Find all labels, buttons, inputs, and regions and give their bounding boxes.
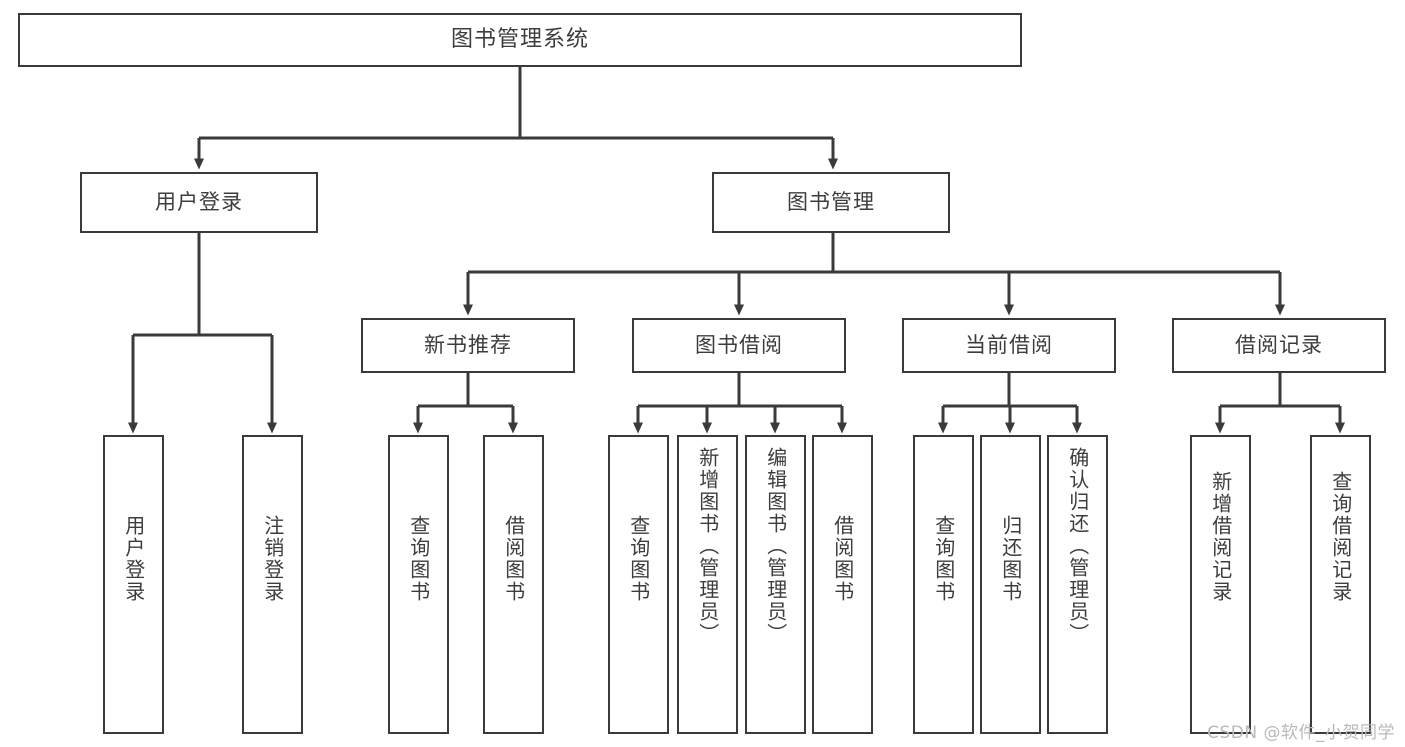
node-new-book-recommend[interactable]: 新书推荐	[361, 318, 575, 373]
node-leaf-add-book[interactable]: 新增图书（管理员）	[677, 435, 738, 734]
node-user-login[interactable]: 用户登录	[80, 172, 318, 233]
node-root-label: 图书管理系统	[450, 26, 589, 52]
node-current-borrow-label: 当前借阅	[965, 332, 1053, 357]
node-leaf-query-record-label: 查询借阅记录	[1328, 471, 1353, 603]
node-leaf-query-book-2-label: 查询图书	[626, 515, 651, 603]
node-leaf-confirm-return-label: 确认归还（管理员）	[1065, 447, 1090, 645]
node-leaf-query-book-1-label: 查询图书	[406, 515, 431, 603]
node-leaf-query-book-3[interactable]: 查询图书	[913, 435, 974, 734]
node-leaf-return-book[interactable]: 归还图书	[980, 435, 1041, 734]
csdn-watermark: CSDN @软件_小贺同学	[1207, 723, 1395, 743]
node-leaf-return-book-label: 归还图书	[998, 515, 1023, 603]
node-leaf-borrow-book-2[interactable]: 借阅图书	[812, 435, 873, 734]
node-leaf-borrow-book-1[interactable]: 借阅图书	[483, 435, 544, 734]
node-borrow-record-label: 借阅记录	[1235, 332, 1323, 357]
node-root[interactable]: 图书管理系统	[18, 13, 1022, 67]
node-leaf-add-record[interactable]: 新增借阅记录	[1190, 435, 1251, 734]
node-leaf-logout-login-label: 注销登录	[260, 515, 285, 603]
node-leaf-edit-book[interactable]: 编辑图书（管理员）	[745, 435, 806, 734]
node-leaf-user-login-label: 用户登录	[121, 515, 146, 603]
node-leaf-borrow-book-2-label: 借阅图书	[830, 515, 855, 603]
node-leaf-borrow-book-1-label: 借阅图书	[501, 515, 526, 603]
node-borrow-record[interactable]: 借阅记录	[1172, 318, 1386, 373]
node-book-manage-label: 图书管理	[787, 189, 875, 214]
node-leaf-logout-login[interactable]: 注销登录	[242, 435, 303, 734]
node-leaf-user-login[interactable]: 用户登录	[103, 435, 164, 734]
node-leaf-add-book-label: 新增图书（管理员）	[695, 447, 720, 645]
node-leaf-add-record-label: 新增借阅记录	[1208, 471, 1233, 603]
node-book-manage[interactable]: 图书管理	[712, 172, 950, 233]
node-new-book-recommend-label: 新书推荐	[424, 332, 512, 357]
node-leaf-query-record[interactable]: 查询借阅记录	[1310, 435, 1371, 734]
node-book-borrow[interactable]: 图书借阅	[632, 318, 846, 373]
node-leaf-confirm-return[interactable]: 确认归还（管理员）	[1047, 435, 1108, 734]
node-user-login-label: 用户登录	[155, 189, 243, 214]
node-leaf-query-book-1[interactable]: 查询图书	[388, 435, 449, 734]
node-leaf-query-book-3-label: 查询图书	[931, 515, 956, 603]
node-book-borrow-label: 图书借阅	[695, 332, 783, 357]
node-leaf-edit-book-label: 编辑图书（管理员）	[763, 447, 788, 645]
node-leaf-query-book-2[interactable]: 查询图书	[608, 435, 669, 734]
node-current-borrow[interactable]: 当前借阅	[902, 318, 1116, 373]
